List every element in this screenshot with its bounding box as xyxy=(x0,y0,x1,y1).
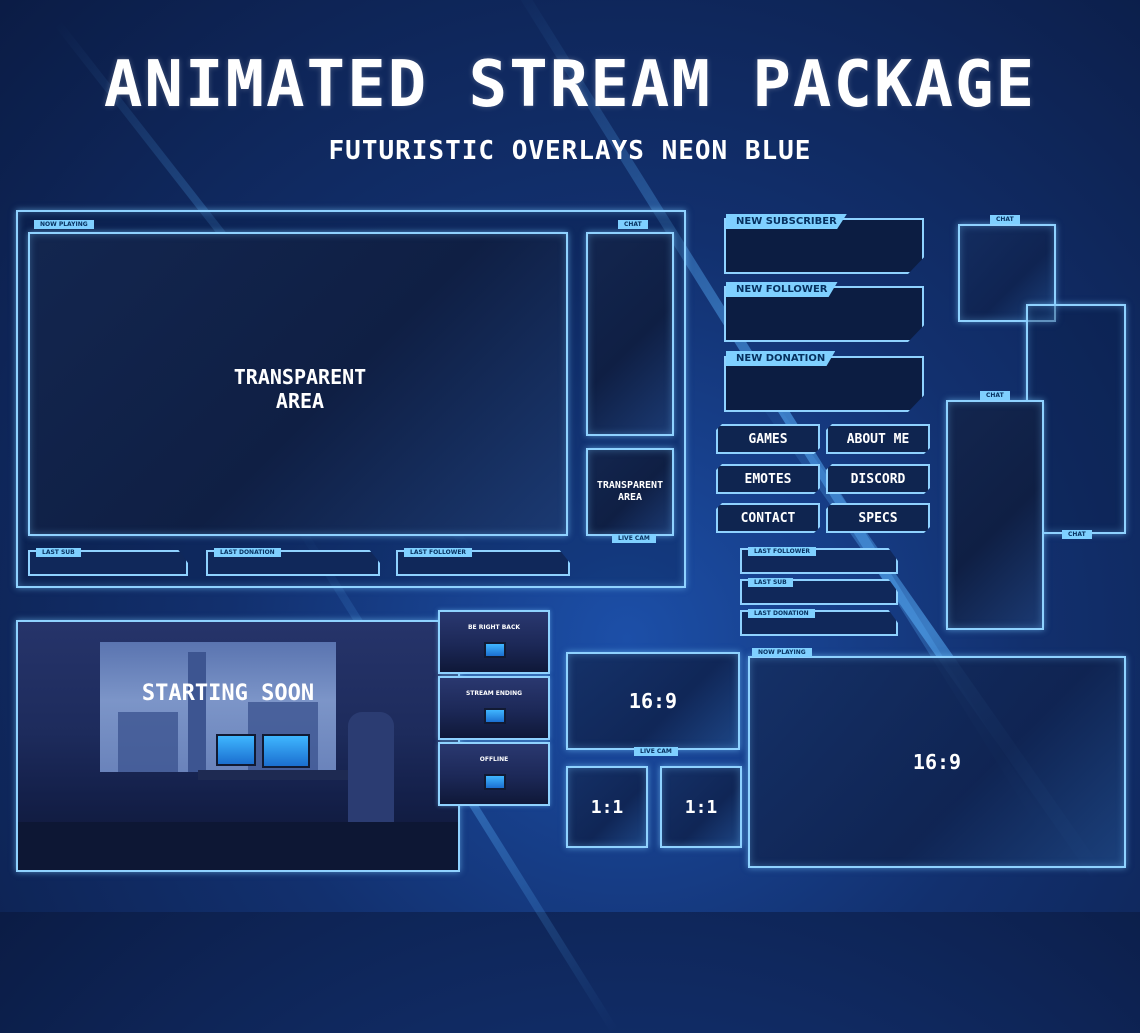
small-bar-tag: LAST DONATION xyxy=(748,609,815,618)
webcam-ratio-label: 1:1 xyxy=(684,796,718,818)
panel-specs[interactable]: SPECS xyxy=(826,503,930,533)
stream-ending-thumb: STREAM ENDING xyxy=(438,676,550,740)
last-donation-tag: LAST DONATION xyxy=(214,548,281,557)
alert-tag: NEW DONATION xyxy=(726,351,836,366)
cam-box: TRANSPARENT AREA xyxy=(586,448,674,536)
monitor-image xyxy=(484,642,506,658)
thumb-label: STREAM ENDING xyxy=(465,690,523,697)
webcam-16-9-large: 16:9 xyxy=(748,656,1126,868)
city-image xyxy=(188,652,206,772)
transparent-area-label: TRANSPARENT AREA xyxy=(233,365,367,413)
chat-tag: CHAT xyxy=(1062,530,1092,539)
alert-tag: NEW FOLLOWER xyxy=(726,282,838,297)
cam-area-label: TRANSPARENT AREA xyxy=(596,480,664,503)
chat-tag: CHAT xyxy=(980,391,1010,400)
page-title: ANIMATED STREAM PACKAGE xyxy=(103,48,1037,122)
thumb-label: OFFLINE xyxy=(479,756,509,763)
small-bar-tag: LAST FOLLOWER xyxy=(748,547,817,556)
panel-games[interactable]: GAMES xyxy=(716,424,820,454)
webcam-ratio-label: 1:1 xyxy=(590,796,624,818)
monitor-image xyxy=(262,734,310,768)
panel-emotes[interactable]: EMOTES xyxy=(716,464,820,494)
thumb-label: BE RIGHT BACK xyxy=(467,624,520,631)
live-cam-tag: LIVE CAM xyxy=(634,747,678,756)
webcam-1-1-left: 1:1 xyxy=(566,766,648,848)
transparent-area: TRANSPARENT AREA xyxy=(28,232,568,536)
panel-discord[interactable]: DISCORD xyxy=(826,464,930,494)
now-playing-tag: NOW PLAYING xyxy=(34,220,94,229)
floor-image xyxy=(18,822,458,870)
chat-tag: CHAT xyxy=(990,215,1020,224)
chair-image xyxy=(348,712,394,842)
panel-contact[interactable]: CONTACT xyxy=(716,503,820,533)
page-subtitle: FUTURISTIC OVERLAYS NEON BLUE xyxy=(328,136,812,166)
chat-tag: CHAT xyxy=(618,220,648,229)
monitor-image xyxy=(484,708,506,724)
webcam-16-9-small: 16:9 xyxy=(566,652,740,750)
small-bar-tag: LAST SUB xyxy=(748,578,793,587)
panel-about-me[interactable]: ABOUT ME xyxy=(826,424,930,454)
city-image xyxy=(118,712,178,772)
alert-tag: NEW SUBSCRIBER xyxy=(726,214,847,229)
live-cam-tag: LIVE CAM xyxy=(612,534,656,543)
starting-soon-label: STARTING SOON xyxy=(141,680,315,706)
webcam-1-1-right: 1:1 xyxy=(660,766,742,848)
monitor-image xyxy=(216,734,256,766)
desk-image xyxy=(198,770,358,780)
be-right-back-thumb: BE RIGHT BACK xyxy=(438,610,550,674)
monitor-image xyxy=(484,774,506,790)
main-overlay-frame: NOW PLAYING TRANSPARENT AREA CHAT TRANSP… xyxy=(16,210,686,588)
offline-thumb: OFFLINE xyxy=(438,742,550,806)
chat-box xyxy=(586,232,674,436)
last-sub-tag: LAST SUB xyxy=(36,548,81,557)
now-playing-tag: NOW PLAYING xyxy=(752,648,812,657)
webcam-ratio-label: 16:9 xyxy=(628,689,678,713)
chat-box-tall xyxy=(946,400,1044,630)
starting-soon-scene: STARTING SOON xyxy=(16,620,460,872)
last-follower-tag: LAST FOLLOWER xyxy=(404,548,473,557)
webcam-ratio-label: 16:9 xyxy=(912,750,962,774)
